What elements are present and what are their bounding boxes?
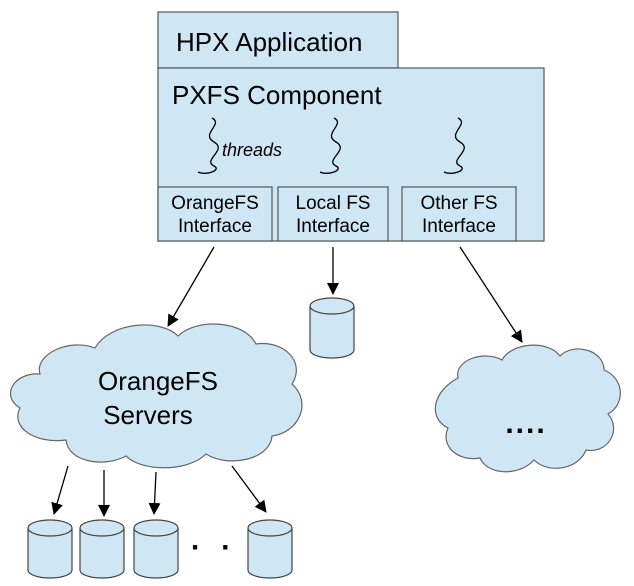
server-disk-arrow: [51, 465, 69, 515]
other-fs-interface-box: Other FS Interface: [401, 186, 517, 242]
server-disk-arrow: [148, 471, 161, 515]
server-disk-icon: [79, 519, 125, 579]
server-disk-arrow: [231, 465, 267, 513]
server-disk-icon: [27, 519, 73, 579]
orangefs-interface-line2: Interface: [178, 216, 252, 237]
orangefs-arrow: [167, 246, 215, 327]
disks-ellipsis: · ·: [191, 531, 237, 564]
other-fs-cloud: ....: [434, 344, 621, 473]
other-fs-interface-line1: Other FS: [420, 193, 497, 214]
thread-squiggle-icon: [197, 117, 219, 174]
server-disk-icon: [247, 519, 293, 579]
local-disk-icon: [309, 297, 355, 359]
orangefs-servers-line1: OrangeFS: [98, 366, 218, 396]
orangefs-servers-cloud: OrangeFS Servers: [9, 323, 303, 469]
thread-squiggle-icon: [319, 117, 341, 174]
hpx-application-box: HPX Application: [157, 11, 399, 69]
orangefs-interface-box: OrangeFS Interface: [157, 186, 273, 242]
pxfs-component-label: PXFS Component: [172, 80, 382, 110]
orangefs-servers-line2: Servers: [103, 400, 193, 430]
other-fs-interface-line2: Interface: [422, 216, 496, 237]
local-fs-interface-line2: Interface: [296, 216, 370, 237]
threads-label: threads: [222, 140, 282, 160]
orangefs-interface-line1: OrangeFS: [171, 193, 259, 214]
server-disk-icon: [133, 519, 179, 579]
thread-squiggle-icon: [443, 117, 465, 174]
local-fs-interface-line1: Local FS: [296, 193, 371, 214]
hpx-application-label: HPX Application: [176, 27, 362, 57]
other-cloud-ellipsis: ....: [505, 407, 546, 440]
other-fs-arrow: [459, 246, 523, 343]
local-fs-interface-box: Local FS Interface: [277, 186, 389, 242]
pxfs-component-box: PXFS Component threads OrangeFS Interfac…: [157, 67, 545, 242]
